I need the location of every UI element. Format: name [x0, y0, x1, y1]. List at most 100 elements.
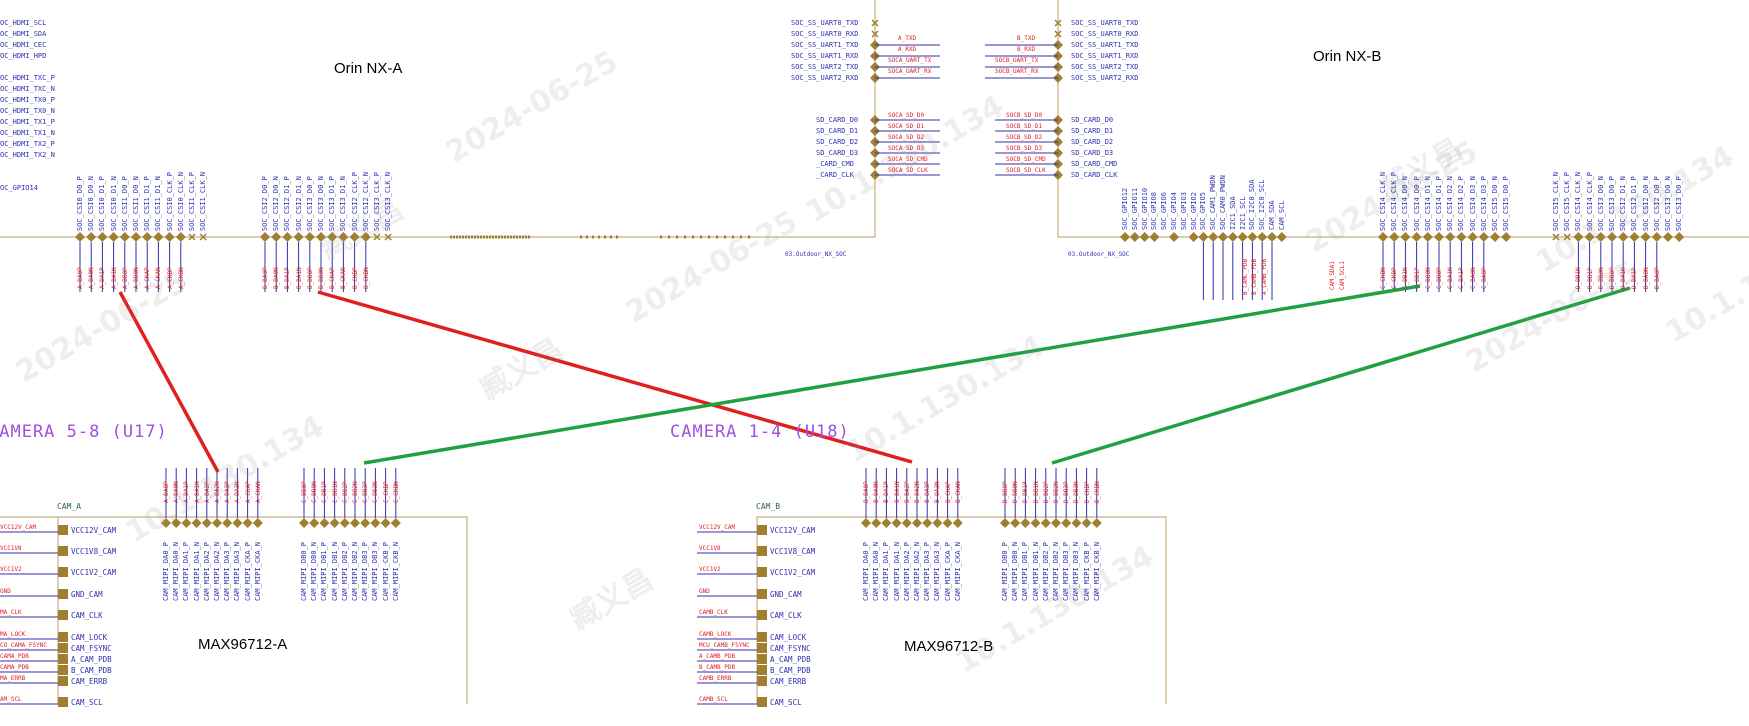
pin-diamond: [339, 518, 350, 528]
net-label: A_CKBP: [166, 267, 174, 289]
pin-label: CAM_MIPI_CKA_P: [243, 541, 252, 601]
max-pin-label: GND_CAM: [770, 590, 802, 599]
outdoor-a-ref: 03.Outdoor_NX_SOC: [785, 251, 847, 258]
net-label: C_DB3P: [362, 481, 370, 503]
pin-label: CAM_MIPI_DB1_N: [330, 541, 339, 601]
pin-label: CAM_MIPI_DA3_N: [233, 541, 242, 601]
max-pin-label: CAM_CLK: [71, 611, 103, 620]
pin-diamond: [131, 232, 141, 242]
net-label: SOCA_SD_D0: [888, 112, 925, 119]
net-label: SOCB_SD_D1: [1006, 123, 1043, 130]
pin-diamond: [1227, 232, 1238, 242]
net-label: VCC12V_CAM: [0, 524, 37, 531]
pin-label: CAM_MIPI_CKA_N: [953, 541, 962, 601]
pin-label: SOC_GPIO10: [1140, 187, 1149, 230]
pin-marker: [757, 676, 767, 686]
cam-a-ref: CAM_A: [57, 502, 82, 511]
pin-marker: [757, 665, 767, 675]
uart-pin-label: SOC_SS_UART0_RXD: [1071, 30, 1139, 38]
net-label: D_DA0N: [1642, 267, 1650, 289]
pin-diamond: [142, 232, 153, 242]
net-label: CAMB_ERRB: [699, 675, 732, 682]
pin-label: SOC_CSI4_CLK_P: [1585, 171, 1594, 231]
pin-diamond: [212, 518, 222, 528]
net-label: C_DB0P: [1436, 267, 1443, 289]
pin-diamond: [891, 518, 902, 528]
pin-groups: [0, 19, 1685, 707]
net-label: B_DA1P: [883, 481, 891, 503]
pin-diamond: [293, 232, 304, 242]
max-pin-label: VCC1V8_CAM: [71, 547, 117, 556]
pin-diamond: [191, 518, 202, 528]
net-label: C_CKBN: [1380, 267, 1387, 289]
pin-diamond: [1120, 232, 1130, 242]
no-connect-mark: [188, 233, 196, 241]
max-b-label: MAX96712-B: [904, 638, 994, 655]
net-label: A_CKAN: [254, 481, 262, 503]
net-label: B_CKAN: [340, 267, 348, 289]
pin-diamond: [1629, 232, 1640, 242]
pin-marker: [58, 546, 68, 556]
uart-pin-label: SOC_SS_UART0_RXD: [791, 30, 859, 38]
pin-diamond: [1267, 232, 1277, 242]
pin-diamond: [1276, 232, 1287, 242]
net-label: D_DB0N: [1012, 481, 1020, 503]
pin-label: SOC_CSI4_D1_N: [1423, 176, 1432, 231]
pin-diamond: [942, 518, 953, 528]
pin-label: SOC_CSI3_D0_N: [1664, 176, 1672, 231]
sd-pin-label: _CARD_CMD: [816, 160, 854, 168]
pin-marker: [58, 643, 68, 653]
net-label: D_DB0P: [1609, 267, 1616, 289]
net-label: A_DA1P: [99, 267, 107, 289]
pin-label: SOC_I2C0_SCL: [1258, 179, 1267, 230]
pin-diamond: [1573, 232, 1584, 242]
net-label: B_CKBN: [362, 267, 370, 289]
net-label: B_CKAN: [954, 481, 962, 503]
net-label: D_DB3N: [1073, 481, 1081, 503]
pin-marker: [757, 589, 767, 599]
pin-marker: [757, 546, 767, 556]
pin-label: SOC_CSI4_D3_P: [1479, 176, 1488, 231]
pin-label: CAM_MIPI_DB1_P: [1021, 541, 1030, 601]
pin-label: CAM_MIPI_DA0_P: [862, 541, 870, 601]
net-label: MA_LOCK: [0, 631, 26, 638]
max-pin-label: VCC1V2_CAM: [71, 568, 117, 577]
net-label: C_DB3N: [372, 481, 380, 503]
hdmi-pin-label: OC_HDMI_TX0_N: [0, 107, 55, 115]
hdmi-pin-label: OC_HDMI_SCL: [0, 19, 47, 27]
uart-pin-label: SOC_SS_UART1_TXD: [1071, 41, 1139, 49]
uart-pin-label: SOC_SS_UART2_RXD: [791, 74, 859, 82]
pin-label: SOC_GPIO8: [1150, 192, 1159, 230]
no-connect-mark: [1054, 19, 1062, 27]
no-connect-mark: [1054, 30, 1062, 38]
net-label: SOCA_UART_TX: [888, 57, 932, 64]
pin-label: CAM_MIPI_DA1_N: [892, 541, 901, 601]
pin-label: CAM_MIPI_DB3_N: [1072, 541, 1081, 601]
pin-diamond: [97, 232, 108, 242]
net-label: B_DB0N: [318, 267, 325, 289]
sd-pin-label: SD_CARD_D0: [816, 116, 859, 124]
hdmi-pin-label: OC_GPIO14: [0, 184, 38, 192]
max-pin-label: CAM_ERRB: [71, 677, 108, 686]
pin-diamond: [327, 232, 338, 242]
pin-diamond: [1584, 232, 1595, 242]
pin-marker: [757, 567, 767, 577]
net-label: B_DA1N: [893, 481, 901, 503]
net-label: MCU_CAMB_FSYNC: [699, 642, 750, 649]
pin-diamond: [861, 518, 871, 528]
net-label: VCC1V8: [0, 545, 22, 552]
net-label: A_DA0N: [173, 481, 181, 503]
pin-label: SOC_CSI0_CLK_P: [165, 171, 174, 231]
no-connect-mark: [1552, 233, 1560, 241]
net-label: B_DA2N: [914, 481, 921, 503]
pin-label: CAM_MIPI_DA1_P: [182, 541, 191, 601]
pin-label: CAM_MIPI_DA0_N: [172, 541, 181, 601]
max-pin-label: GND_CAM: [71, 590, 103, 599]
net-label: D_DA1P: [1631, 267, 1639, 289]
pin-diamond: [360, 518, 371, 528]
net-label: A_CAMB_PDB: [699, 653, 736, 660]
net-label: SOCB_UART_RX: [995, 68, 1039, 75]
net-label: A_CKBN: [177, 267, 185, 289]
pin-marker: [757, 697, 767, 707]
sd-pin-label: SD_CARD_CMD: [1071, 160, 1118, 168]
